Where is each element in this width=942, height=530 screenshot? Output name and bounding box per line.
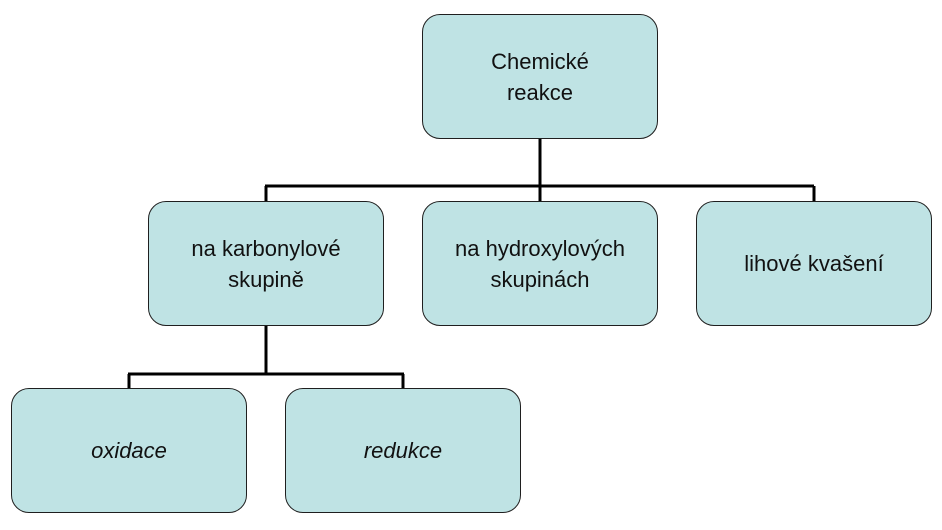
node-na-hydroxylovych-skupinach: na hydroxylových skupinách (422, 201, 658, 326)
node-label-line: na hydroxylových (455, 235, 625, 261)
node-label-line: lihové kvašení (744, 251, 884, 276)
node-lihove-kvaseni: lihové kvašení (696, 201, 932, 326)
node-label-line: Chemické (491, 48, 589, 74)
node-na-karbonylove-skupine: na karbonylové skupině (148, 201, 384, 326)
node-oxidace: oxidace (11, 388, 247, 513)
node-label-line: na karbonylové (191, 235, 341, 261)
node-label-line: reakce (506, 79, 574, 105)
node-label: oxidace (91, 438, 167, 463)
node-label: redukce (363, 438, 443, 463)
node-label-line: skupinách (490, 266, 590, 292)
node-label-line: skupině (228, 266, 304, 292)
node-redukce: redukce (285, 388, 521, 513)
node-chemicke-reakce: Chemické reakce (422, 14, 658, 139)
